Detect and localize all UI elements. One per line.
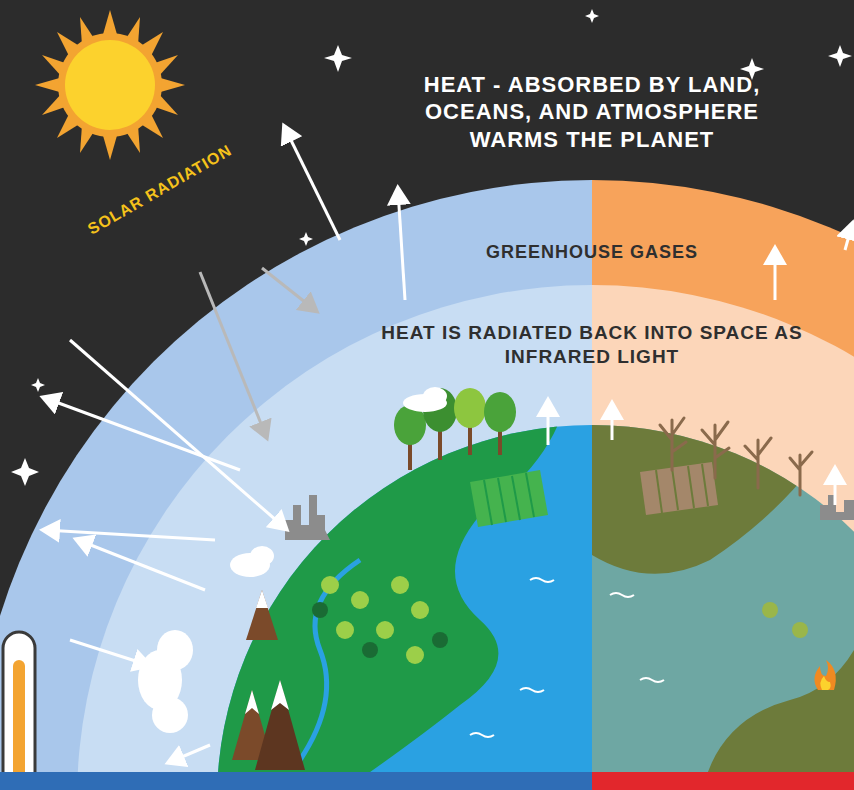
greenhouse-gases-label: GREENHOUSE GASES xyxy=(442,241,742,264)
heat-absorbed-heading: HEAT - ABSORBED BY LAND, OCEANS, AND ATM… xyxy=(382,71,802,154)
infrared-label: HEAT IS RADIATED BACK INTO SPACE AS INFR… xyxy=(367,321,817,369)
